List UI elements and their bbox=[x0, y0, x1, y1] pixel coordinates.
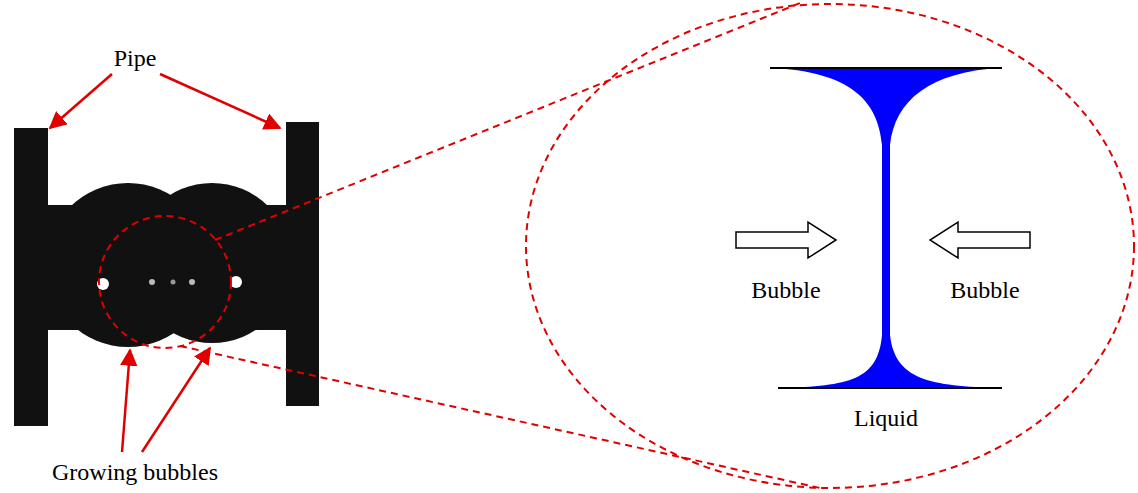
region-label: Bubble bbox=[950, 277, 1019, 303]
zoom-callout bbox=[99, 3, 1134, 488]
region-label: Liquid bbox=[854, 405, 918, 431]
region-label: Bubble bbox=[751, 277, 820, 303]
part-label: Pipe bbox=[114, 45, 157, 71]
hollow-arrows bbox=[736, 222, 1030, 258]
bubble-photo bbox=[14, 122, 319, 426]
liquid-film bbox=[770, 68, 1002, 388]
part-label: Growing bubbles bbox=[52, 459, 218, 485]
pointer-arrows bbox=[50, 74, 280, 452]
